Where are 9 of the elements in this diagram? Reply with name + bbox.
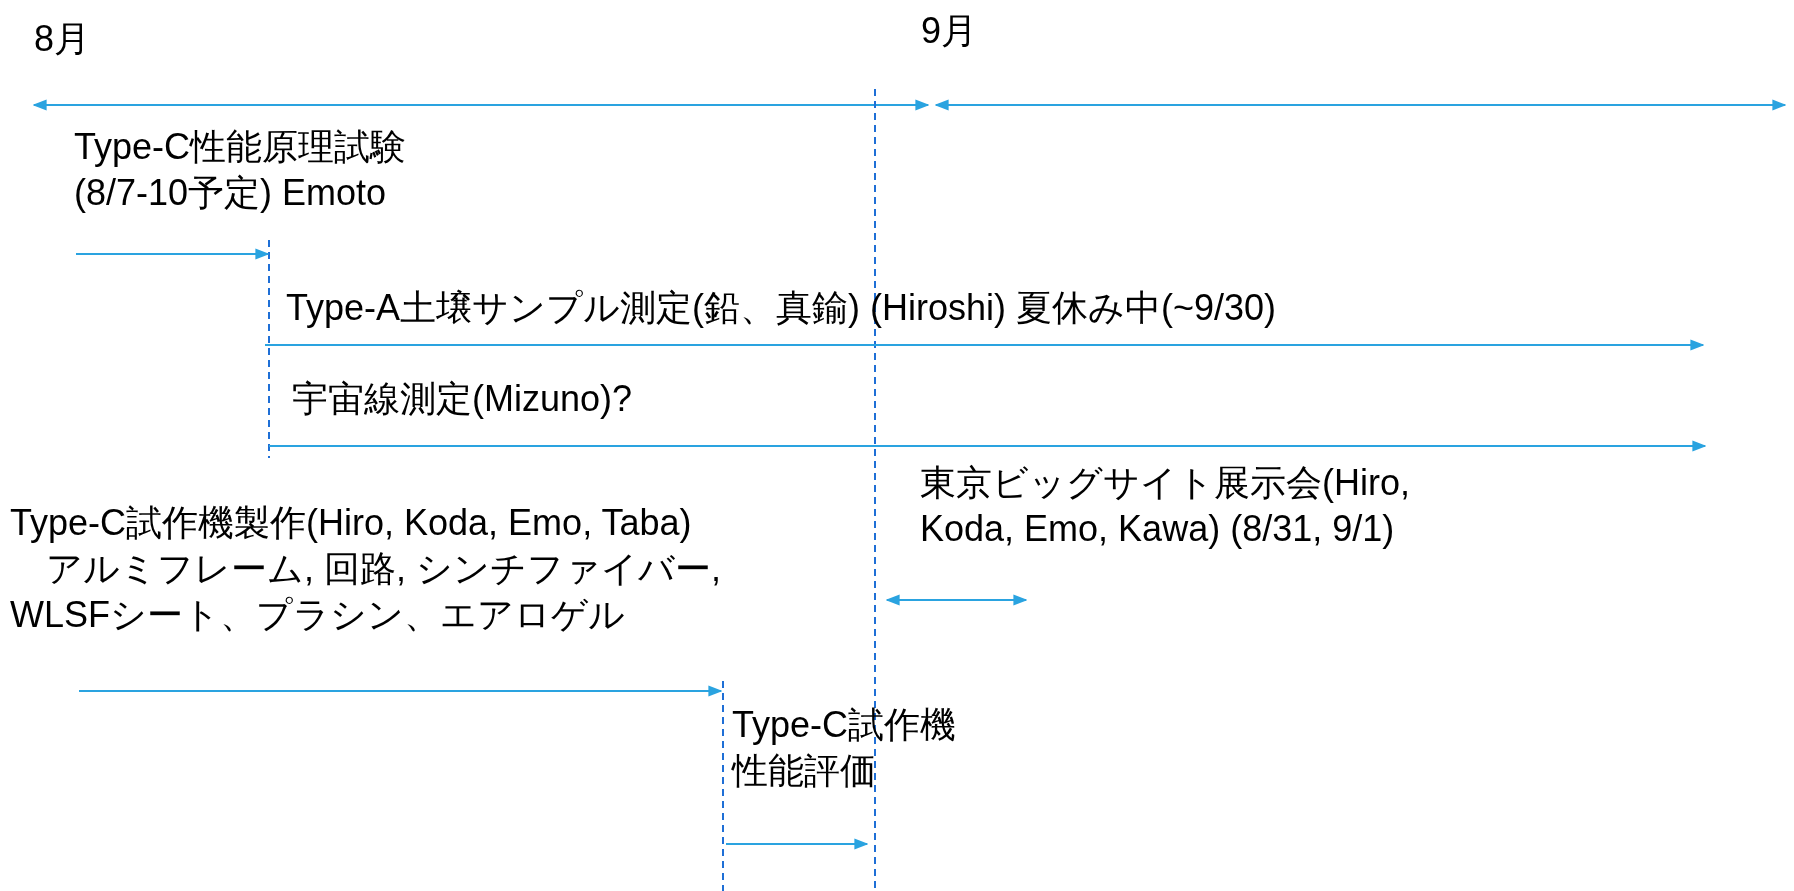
month-label: 9月	[921, 9, 978, 53]
task-label: 宇宙線測定(Mizuno)?	[292, 377, 633, 421]
month-label: 8月	[34, 17, 91, 61]
task-label: Type-C試作機製作(Hiro, Koda, Emo, Taba)	[10, 501, 692, 545]
task-label: 東京ビッグサイト展示会(Hiro, Koda, Emo, Kawa) (8/31, 9/1)	[920, 461, 1411, 551]
task-label: Type-C試作機性能評価	[732, 703, 958, 793]
task-label: Type-C性能原理試験 (8/7-10予定) Emoto	[74, 125, 408, 215]
task-label: Type-A土壌サンプル測定(鉛、真鍮) (Hiroshi) 夏休み中(~9/30)	[286, 286, 1277, 330]
task-label: アルミフレーム, 回路, シンチファイバー, WLSFシート、プラシン、エアロゲル	[10, 547, 722, 637]
